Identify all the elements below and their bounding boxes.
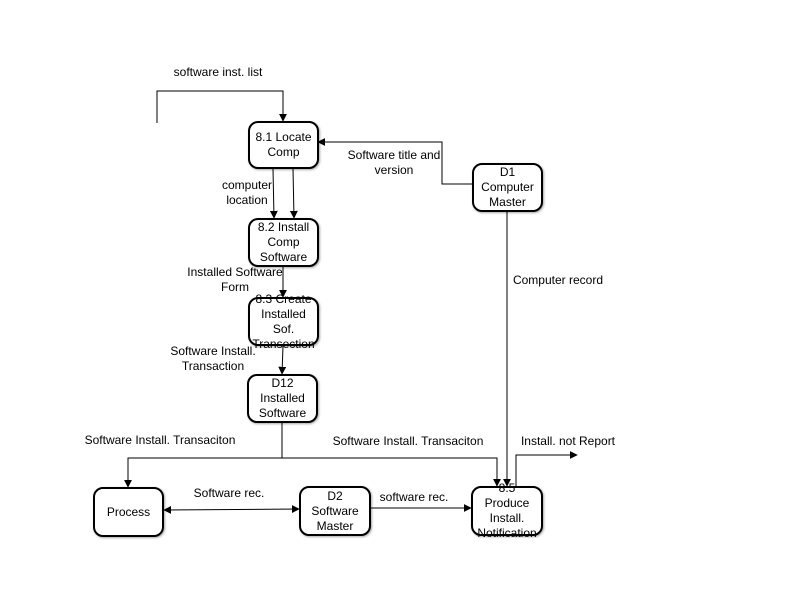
label-transaciton-right: Software Install. Transaciton (332, 434, 484, 448)
node-produce-notification[interactable]: 8.5 Produce Install. Notification (471, 481, 543, 540)
node-install-comp-software[interactable]: 8.2 Install Comp Software (248, 218, 319, 267)
label-installed-form: Installed Software Form (187, 265, 283, 294)
label-software-rec-left: Software rec. (193, 486, 265, 500)
flow-transaction-right (282, 457, 501, 487)
node-locate-comp[interactable]: 8.1 Locate Comp (248, 121, 319, 169)
node-process[interactable]: Process (93, 487, 164, 537)
label-install-transaction: Software Install. Transaction (170, 344, 256, 373)
flow-transaction-left (124, 457, 282, 488)
node-create-transaction[interactable]: 8.3 Create Installed Sof. Transection (248, 292, 319, 351)
label-software-rec-right: software rec. (379, 490, 449, 504)
flow-computer-location-b (289, 168, 298, 219)
flow-software-inst-list (156, 90, 287, 123)
label-transaciton-left: Software Install. Transaciton (84, 433, 236, 447)
flow-install-report (515, 451, 578, 487)
label-software-inst-list: software inst. list (173, 65, 263, 79)
flow-install-transaction (278, 345, 287, 375)
flow-software-rec-left (163, 505, 300, 514)
node-computer-master-store[interactable]: D1 Computer Master (472, 163, 543, 212)
label-computer-location: computer location (221, 178, 273, 207)
label-title-version: Software title and version (347, 148, 441, 177)
node-installed-software-store[interactable]: D12 Installed Software (247, 374, 318, 423)
flow-computer-location-a (269, 168, 278, 219)
label-computer-record: Computer record (512, 273, 604, 287)
flow-title-version (317, 138, 472, 185)
label-install-report: Install. not Report (520, 434, 616, 448)
node-software-master-store[interactable]: D2 Software Master (299, 486, 371, 536)
